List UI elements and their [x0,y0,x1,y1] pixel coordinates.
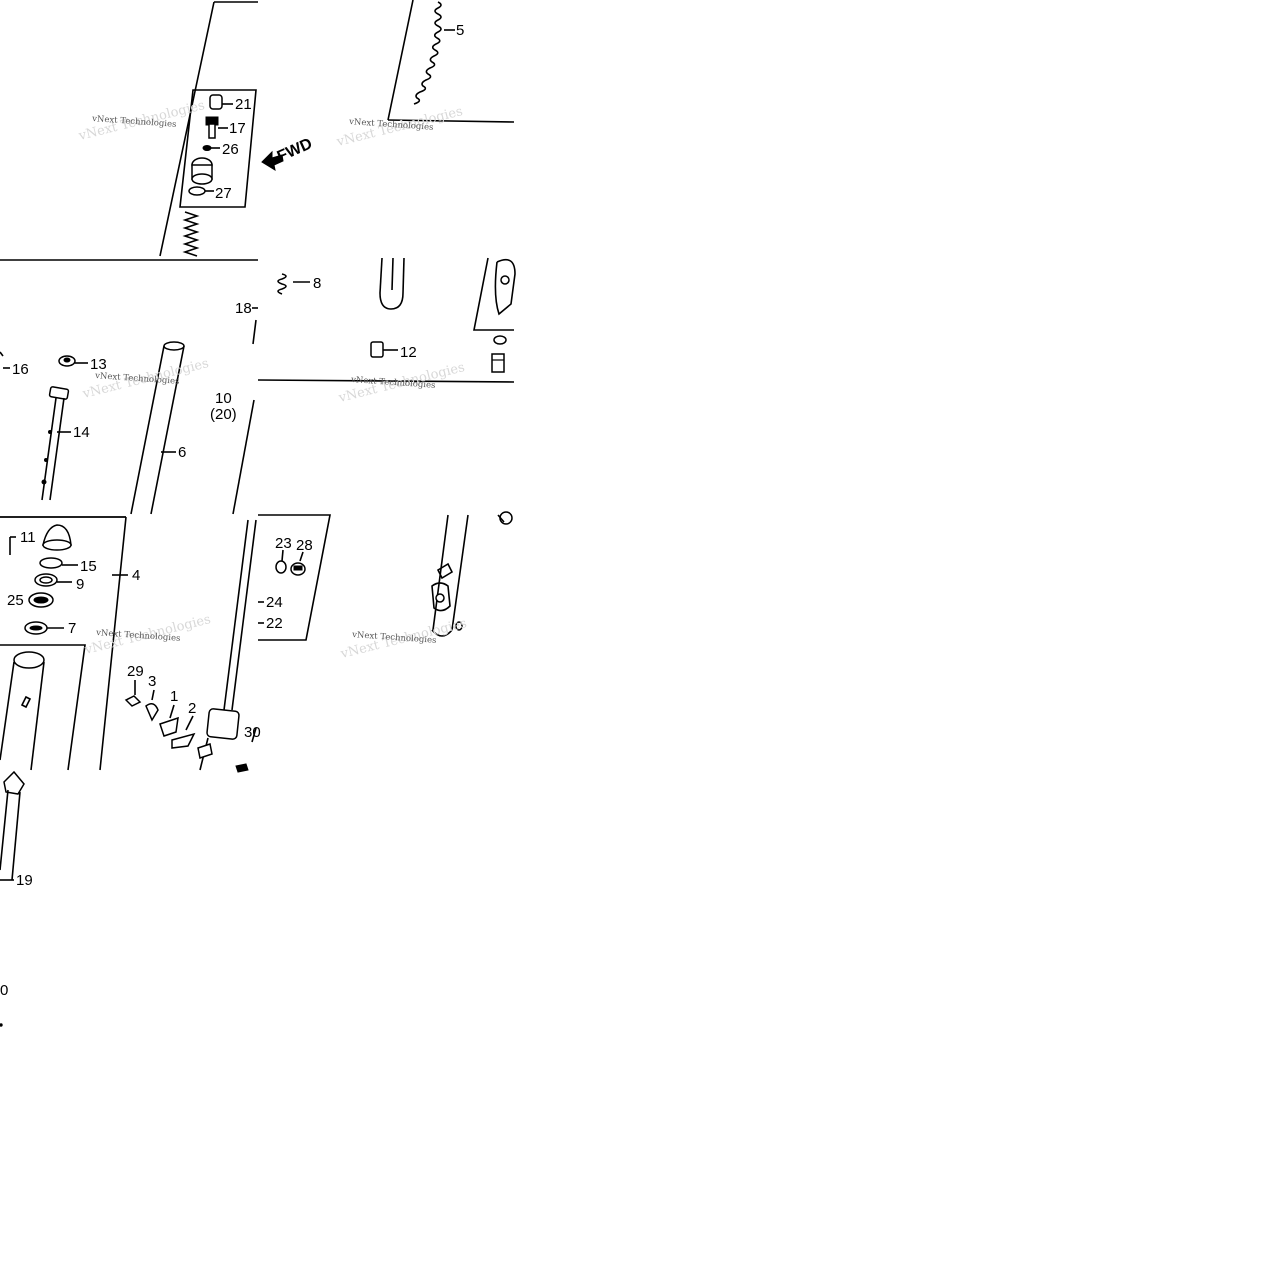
label-5: 5 [456,22,464,39]
label-25: 25 [7,592,24,609]
label-2: 2 [188,700,196,717]
slider [0,644,86,771]
label-17: 17 [229,120,246,137]
callout-labels: 21 17 26 27 5 8 12 18 16 13 14 6 10 (20)… [0,22,464,999]
bottom-tube-19 [0,770,25,881]
label-15: 15 [80,558,97,575]
dust-seal-11 [42,524,72,551]
label-18: 18 [235,300,252,317]
label-24: 24 [266,594,283,611]
label-3: 3 [148,673,156,690]
label-14: 14 [73,424,90,441]
tube-6 [130,341,185,515]
damper-tube [379,257,405,310]
label-23: 23 [275,535,292,552]
tile-middle-left [0,307,258,518]
label-10: 10 [215,390,232,407]
tile-bottom-left [0,516,257,1027]
fork-leg-right [197,519,257,773]
label-27: 27 [215,185,232,202]
fwd-label: FWD [275,135,315,165]
label-16: 16 [12,361,29,378]
label-1: 1 [170,688,178,705]
fwd-arrow-icon [261,150,284,172]
bolt-cap [191,157,213,185]
label-11: 11 [20,529,36,546]
label-28: 28 [296,537,313,554]
rod-14 [41,386,71,501]
valve-17 [205,116,228,139]
label-9: 9 [76,576,84,593]
label-29: 29 [127,663,144,680]
tile-middle-middle [258,514,331,641]
tile-top-middle [257,0,516,383]
label-22: 22 [266,615,283,632]
spring-8 [277,273,310,295]
spring-lower [182,211,200,257]
tile-middle-right [431,511,513,637]
label-21: 21 [235,96,252,113]
clamp-parts [124,680,196,749]
nut-23 [275,549,287,574]
label-4: 4 [132,567,140,584]
tile-top-left: FWD [0,1,315,261]
label-20: (20) [210,406,237,423]
label-26: 26 [222,141,239,158]
label-0: 0 [0,982,8,999]
bolt-28 [290,551,306,576]
label-12: 12 [400,344,417,361]
spring-5 [413,1,455,105]
label-8: 8 [313,275,321,292]
label-30: 30 [244,724,261,741]
cap-21 [209,94,233,110]
nut-13 [58,355,88,367]
label-13: 13 [90,356,107,373]
label-6: 6 [178,444,186,461]
label-19: 19 [16,872,33,889]
collar-12 [370,341,398,358]
label-7: 7 [68,620,76,637]
